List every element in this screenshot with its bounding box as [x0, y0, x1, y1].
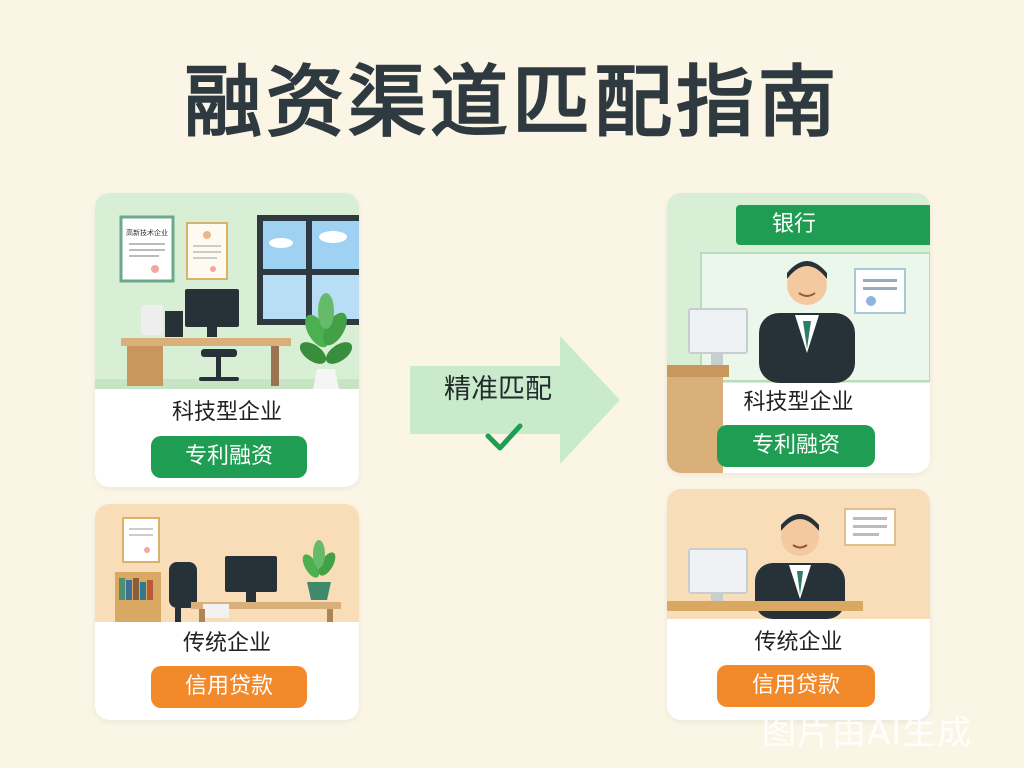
company-type-label: 传统企业 — [754, 630, 843, 655]
office-chair-icon — [169, 562, 197, 622]
bank-patent-card: 银行 科技型企业 专利融资 — [667, 193, 930, 473]
computer-icon — [141, 289, 239, 337]
bank-credit-card: 传统企业 信用贷款 — [667, 489, 930, 720]
financing-tag: 专利融资 — [717, 425, 875, 467]
info-board-icon — [844, 508, 896, 546]
company-type-label: 科技型企业 — [743, 390, 854, 415]
match-arrow-icon — [410, 336, 620, 464]
banker-avatar — [759, 261, 855, 383]
bookshelf-icon — [115, 572, 161, 622]
certificate-icon — [122, 517, 160, 563]
desk-icon — [191, 602, 341, 622]
traditional-office-illustration — [95, 504, 359, 622]
desk-icon — [121, 338, 291, 386]
plant-icon — [299, 293, 353, 389]
computer-icon — [225, 556, 277, 602]
certificate-icon: 高新技术企业 — [119, 215, 175, 283]
office-chair-icon — [199, 349, 239, 381]
tech-company-card: 高新技术企业 — [95, 193, 359, 487]
financing-tag: 信用贷款 — [717, 665, 875, 707]
ai-generated-watermark: 图片由AI生成 — [762, 713, 973, 753]
certificate-text: 高新技术企业 — [126, 228, 168, 237]
plant-icon — [302, 540, 336, 600]
match-label: 精准匹配 — [444, 374, 552, 405]
tech-office-illustration: 高新技术企业 — [95, 193, 359, 389]
bank-officer-illustration — [667, 489, 930, 619]
company-type-label: 科技型企业 — [171, 400, 282, 425]
certificate-icon — [186, 222, 228, 280]
company-type-label: 传统企业 — [182, 631, 271, 656]
financing-tag: 专利融资 — [151, 436, 307, 478]
traditional-company-card: 传统企业 信用贷款 — [95, 504, 359, 720]
bank-sign: 银行 — [736, 205, 930, 245]
page-title: 融资渠道匹配指南 — [183, 58, 840, 148]
info-board-icon — [854, 268, 906, 314]
counter-desk-icon — [667, 365, 729, 473]
financing-tag: 信用贷款 — [151, 666, 307, 708]
desk-icon — [667, 601, 863, 611]
monitor-icon — [688, 308, 748, 369]
checkmark-icon — [485, 423, 523, 451]
window-icon — [257, 215, 359, 325]
